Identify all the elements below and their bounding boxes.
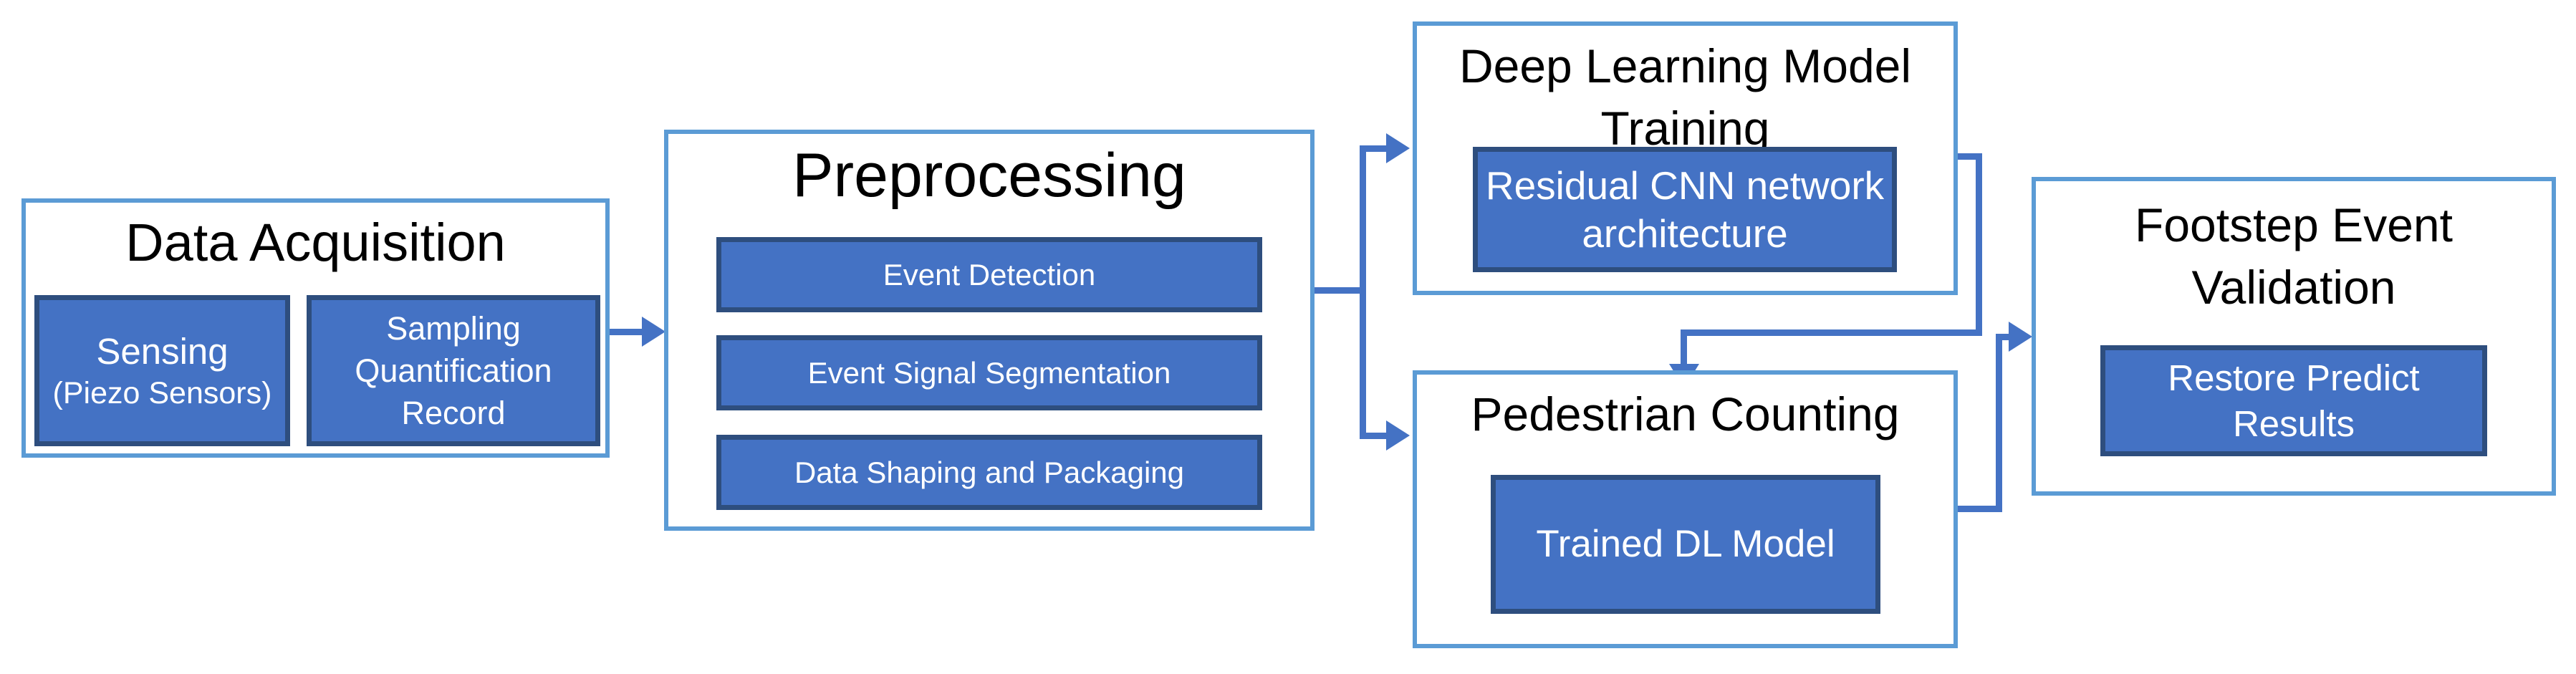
footstep-validation-title-line1: Footstep Event <box>2135 198 2453 251</box>
connector-pedestrian-to-footstep-horizontal <box>1996 334 2012 340</box>
arrowhead-right-icon <box>1386 133 1410 163</box>
trained-dl-model-chip: Trained DL Model <box>1491 475 1880 614</box>
data-acquisition-box: Data Acquisition Sensing (Piezo Sensors)… <box>21 198 610 458</box>
connector-split-arm-to-dltraining <box>1360 145 1388 152</box>
preprocessing-box: Preprocessing Event Detection Event Sign… <box>664 130 1315 531</box>
data-shaping-packaging-label: Data Shaping and Packaging <box>794 455 1185 489</box>
connector-dltraining-out-stub <box>1958 153 1982 160</box>
sampling-chip: Sampling Quantification Record <box>307 295 600 446</box>
data-shaping-packaging-chip: Data Shaping and Packaging <box>716 435 1262 510</box>
sampling-label-line3: Record <box>401 395 506 431</box>
footstep-validation-box: Footstep Event Validation Restore Predic… <box>2032 177 2556 496</box>
event-signal-segmentation-chip: Event Signal Segmentation <box>716 335 1262 410</box>
connector-pedestrian-up-vertical <box>1996 334 2002 512</box>
sensing-sublabel: (Piezo Sensors) <box>52 375 272 410</box>
sampling-label-line2: Quantification <box>355 352 552 389</box>
arrowhead-right-icon <box>642 317 665 347</box>
connector-dltraining-to-pedestrian-downleg <box>1681 329 1687 365</box>
footstep-validation-title: Footstep Event Validation <box>2036 194 2552 319</box>
restore-predict-results-chip: Restore Predict Results <box>2100 345 2487 456</box>
arrowhead-right-icon <box>2009 322 2032 352</box>
connector-split-arm-to-pedestrian <box>1360 433 1388 439</box>
footstep-validation-title-line2: Validation <box>2191 261 2396 314</box>
connector-dltraining-down-vertical <box>1976 153 1982 336</box>
pedestrian-counting-box: Pedestrian Counting Trained DL Model <box>1413 370 1958 648</box>
connector-dltraining-to-pedestrian-horizontal <box>1681 329 1982 336</box>
pedestrian-counting-title: Pedestrian Counting <box>1471 387 1900 440</box>
preprocessing-title: Preprocessing <box>792 141 1186 210</box>
event-signal-segmentation-label: Event Signal Segmentation <box>807 355 1171 390</box>
restore-predict-label-line1: Restore Predict <box>2168 357 2420 398</box>
connector-preprocessing-out-stub <box>1315 287 1363 294</box>
sensing-label: Sensing <box>96 330 229 372</box>
dl-training-box: Deep Learning Model Training Residual CN… <box>1413 21 1958 295</box>
event-detection-label: Event Detection <box>883 257 1096 292</box>
sensing-chip: Sensing (Piezo Sensors) <box>34 295 290 446</box>
residual-cnn-label-line1: Residual CNN network <box>1485 163 1885 208</box>
data-acquisition-title: Data Acquisition <box>125 213 506 272</box>
dl-training-title: Deep Learning Model Training <box>1417 35 1953 160</box>
residual-cnn-chip: Residual CNN network architecture <box>1473 147 1897 272</box>
dl-training-title-line1: Deep Learning Model <box>1458 39 1912 92</box>
connector-dataacq-to-preprocessing <box>610 329 645 335</box>
trained-dl-model-label: Trained DL Model <box>1536 523 1835 565</box>
dl-training-title-line2: Training <box>1600 102 1770 155</box>
restore-predict-label-line2: Results <box>2232 403 2355 444</box>
connector-split-vertical <box>1360 145 1366 439</box>
arrowhead-right-icon <box>1386 420 1410 451</box>
event-detection-chip: Event Detection <box>716 237 1262 312</box>
connector-pedestrian-out-stub <box>1958 506 2002 512</box>
residual-cnn-label-line2: architecture <box>1582 211 1788 256</box>
sampling-label-line1: Sampling <box>386 310 521 347</box>
